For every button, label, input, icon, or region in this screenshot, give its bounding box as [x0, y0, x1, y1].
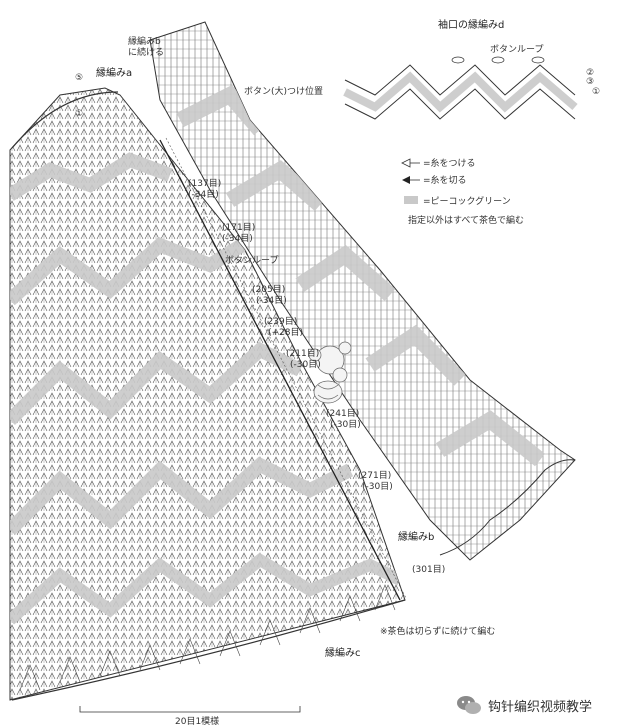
count-211: (211目)	[286, 348, 319, 359]
count-239-diff: (+28目)	[268, 327, 303, 338]
button-loop-top-label: ボタンループ	[490, 44, 543, 55]
edge-c-line	[11, 599, 406, 701]
wechat-icon	[457, 696, 481, 714]
repeat-label: 20目1模様	[175, 715, 219, 726]
count-171: (171目)	[222, 222, 255, 233]
count-241: (241目)	[326, 408, 359, 419]
yarn-ball-illustration	[308, 341, 352, 404]
attach-icon	[401, 158, 411, 168]
count-171-diff: (-34目)	[222, 233, 253, 244]
row-mark-3: ③	[586, 77, 594, 87]
fan-row	[19, 584, 396, 691]
count-241-diff: (-30目)	[330, 419, 361, 430]
count-137-diff: (-34目)	[188, 189, 219, 200]
legend-cut: =糸を切る	[402, 174, 467, 186]
edge-a-label: 縁編みa	[96, 66, 132, 79]
front-edge-line	[159, 139, 401, 601]
body-panel: 20目1模様	[9, 87, 407, 726]
count-211-diff: (-30目)	[290, 359, 321, 370]
note-brown: ※茶色は切らずに続けて編む	[380, 625, 495, 637]
watermark: 钩针编织视频教学	[456, 690, 640, 720]
edge-a-line	[11, 91, 119, 149]
edge-b-label: 縁編みb	[398, 530, 434, 543]
green-swatch-icon	[404, 196, 418, 204]
legend-attach: =糸をつける	[401, 157, 476, 169]
count-239: (239目)	[264, 316, 297, 327]
legend-note: 指定以外はすべて茶色で編む	[408, 214, 524, 226]
legend-green: =ピーコックグリーン	[404, 195, 511, 207]
count-271: (271目)	[358, 470, 391, 481]
repeat-brace	[79, 706, 301, 713]
count-205-diff: (-34目)	[256, 295, 287, 306]
button-loop-label: ボタンループ	[225, 255, 278, 266]
svg-text:=糸を切る: =糸を切る	[423, 174, 467, 186]
row-mark-5: ⑤	[75, 73, 83, 83]
count-205: (205目)	[252, 284, 285, 295]
cut-icon	[402, 176, 410, 184]
svg-text:=ピーコックグリーン: =ピーコックグリーン	[423, 195, 511, 207]
button-big-label: ボタン(大)つけ位置	[244, 85, 323, 97]
count-301: (301目)	[412, 564, 445, 575]
sleeve-title: 袖口の縁編みd	[438, 18, 504, 31]
watermark-text: 钩针编织视频教学	[488, 699, 593, 715]
legend: =糸をつける =糸を切る =ピーコックグリーン 指定以外はすべて茶色で編む	[401, 157, 524, 226]
edge-c-label: 縁編みc	[325, 646, 361, 659]
body-bands	[10, 152, 403, 625]
row-mark-2: ②	[586, 68, 594, 78]
row-mark-1: ①	[75, 109, 83, 119]
cuff-edging-d	[343, 56, 578, 120]
svg-text:=糸をつける: =糸をつける	[423, 157, 476, 169]
count-271-diff: (-30目)	[362, 481, 393, 492]
count-137: (137目)	[188, 178, 221, 189]
row-mark-1b: ①	[592, 87, 600, 97]
